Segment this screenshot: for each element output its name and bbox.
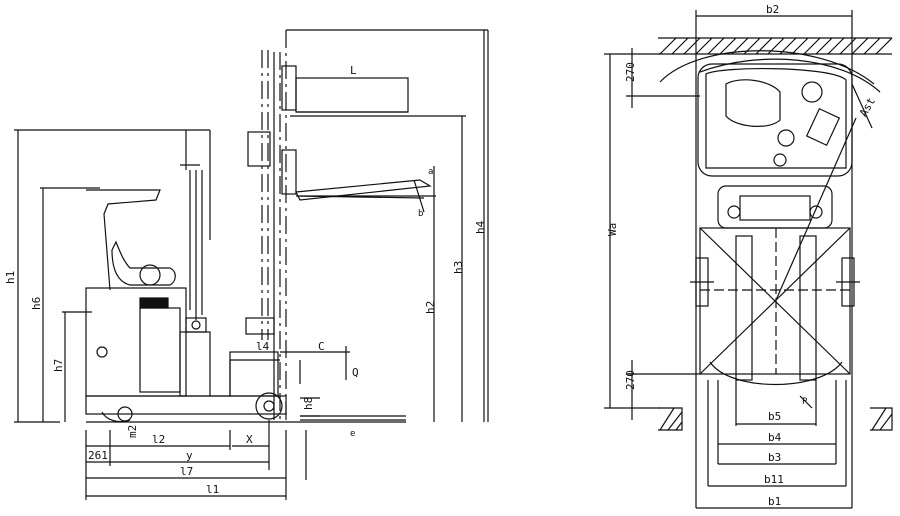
label-l1: l1 [206, 483, 219, 496]
label-l4: l4 [256, 340, 270, 353]
top-view-labels: b2 270 Ast Wa 270 P b5 b4 b3 b11 b1 [606, 3, 878, 508]
label-b2: b2 [766, 3, 779, 16]
label-q: Q [352, 366, 359, 379]
label-l: L [350, 64, 357, 77]
label-p: P [802, 397, 808, 407]
turning-arc [699, 58, 881, 93]
raised-load [295, 77, 409, 113]
label-h1: h1 [4, 271, 17, 284]
label-h2: h2 [424, 301, 437, 314]
operator-seat [111, 240, 176, 286]
label-h7: h7 [52, 359, 65, 372]
label-h4: h4 [474, 220, 487, 234]
label-b11: b11 [764, 473, 784, 486]
chassis [717, 185, 833, 229]
label-b: b [418, 209, 423, 219]
label-l7: l7 [180, 465, 193, 478]
overhead-guard [86, 189, 161, 291]
label-wa: Wa [606, 223, 619, 236]
label-a: a [428, 167, 433, 177]
label-b3: b3 [768, 451, 781, 464]
label-b4: b4 [768, 431, 782, 444]
label-h6: h6 [30, 297, 43, 310]
operator-compartment [697, 63, 853, 177]
label-h8: h8 [302, 397, 315, 410]
label-y: y [186, 449, 193, 462]
drive-wheel [117, 406, 133, 422]
label-h3: h3 [452, 261, 465, 274]
label-270-bottom: 270 [624, 370, 637, 390]
truck-body [85, 287, 187, 397]
label-b1: b1 [768, 495, 781, 508]
label-270-top: 270 [624, 62, 637, 82]
label-c: C [318, 340, 325, 353]
load-wheel [255, 392, 283, 420]
wall-hatch-top [658, 37, 893, 55]
wall-hatch-bottom [658, 407, 893, 431]
side-view [14, 29, 489, 500]
label-ast: Ast [857, 95, 878, 119]
label-x: X [246, 433, 253, 446]
top-view [604, 10, 893, 509]
label-b5: b5 [768, 410, 781, 423]
side-view-labels: h1 h6 h7 L a b h4 h3 h2 l4 C Q h8 e m2 l… [4, 64, 487, 496]
label-e: e [350, 429, 355, 439]
label-261: 261 [88, 449, 108, 462]
pallet [699, 227, 851, 375]
label-l2: l2 [152, 433, 165, 446]
label-m2: m2 [126, 425, 139, 438]
